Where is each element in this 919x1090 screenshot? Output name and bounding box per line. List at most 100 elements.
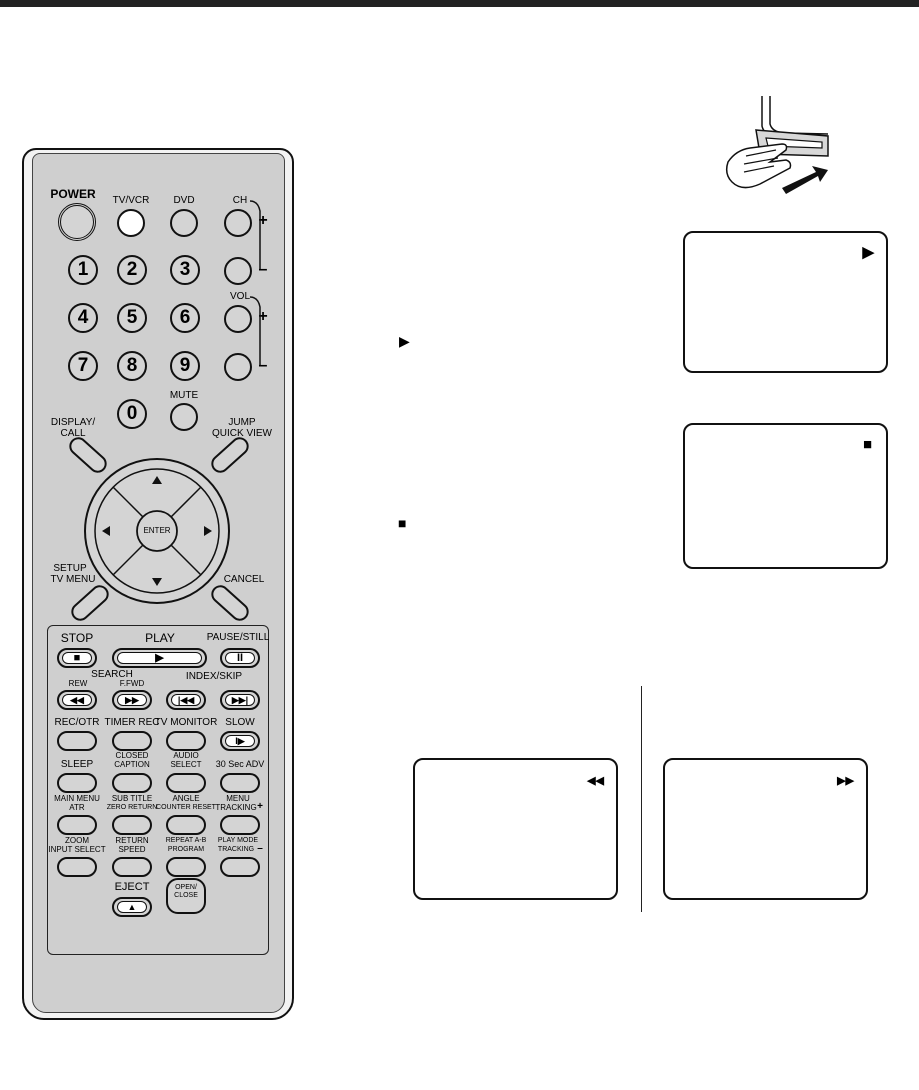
enter-button[interactable]: ENTER bbox=[143, 526, 171, 535]
return-speed-button[interactable] bbox=[112, 857, 152, 877]
sleep-label: SLEEP bbox=[60, 759, 94, 770]
angle-button[interactable] bbox=[166, 815, 206, 835]
timer-rec-button[interactable] bbox=[112, 731, 152, 751]
sub-title-label-2: ZERO RETURN bbox=[106, 804, 158, 811]
skip-back-glyph: |◀◀ bbox=[171, 694, 201, 706]
eject-button[interactable]: ▲ bbox=[112, 897, 152, 917]
channel-up-button[interactable] bbox=[224, 209, 252, 237]
number-8-button[interactable]: 8 bbox=[117, 351, 147, 381]
tv-vcr-label: TV/VCR bbox=[112, 195, 150, 206]
timer-rec-label: TIMER REC bbox=[104, 717, 160, 728]
display-label-2: CALL bbox=[60, 428, 86, 439]
open-close-label-1: OPEN/ bbox=[175, 884, 197, 891]
jump-label-1: JUMP bbox=[228, 417, 256, 428]
main-menu-label-1: MAIN MENU bbox=[54, 794, 100, 803]
volume-up-button[interactable] bbox=[224, 305, 252, 333]
fast-forward-button[interactable]: ▶▶ bbox=[112, 690, 152, 710]
sec-adv-label: 30 Sec ADV bbox=[215, 759, 265, 769]
tv-monitor-button[interactable] bbox=[166, 731, 206, 751]
rewind-screen: ◀◀ bbox=[413, 758, 618, 900]
sleep-button[interactable] bbox=[57, 773, 97, 793]
play-button[interactable]: ▶ bbox=[112, 648, 207, 668]
channel-bracket bbox=[249, 200, 261, 269]
fast-forward-glyph: ▶▶ bbox=[117, 694, 147, 706]
sec-adv-button[interactable] bbox=[220, 773, 260, 793]
play-label: PLAY bbox=[145, 631, 175, 645]
return-label-2: SPEED bbox=[118, 845, 146, 854]
tv-monitor-label: TV MONITOR bbox=[154, 717, 218, 728]
number-5-button[interactable]: 5 bbox=[117, 303, 147, 333]
fast-forward-screen-indicator: ▶▶ bbox=[837, 775, 854, 787]
tv-vcr-button[interactable] bbox=[117, 209, 145, 237]
audio-select-label-2: SELECT bbox=[170, 760, 202, 769]
eject-label: EJECT bbox=[114, 881, 150, 893]
stop-label: STOP bbox=[60, 631, 94, 645]
repeat-ab-button[interactable] bbox=[166, 857, 206, 877]
pause-glyph: II bbox=[225, 652, 255, 664]
rewind-screen-indicator: ◀◀ bbox=[587, 775, 604, 787]
rewind-button[interactable]: ◀◀ bbox=[57, 690, 97, 710]
dvd-label: DVD bbox=[173, 195, 195, 206]
direction-pad[interactable] bbox=[82, 456, 232, 606]
number-3-button[interactable]: 3 bbox=[170, 255, 200, 285]
angle-label-1: ANGLE bbox=[172, 794, 200, 803]
open-close-button[interactable]: OPEN/ CLOSE bbox=[166, 878, 206, 914]
stop-button[interactable]: ■ bbox=[57, 648, 97, 668]
number-2-button[interactable]: 2 bbox=[117, 255, 147, 285]
setup-label-1: SETUP bbox=[53, 563, 87, 574]
slow-label: SLOW bbox=[225, 717, 255, 728]
number-4-button[interactable]: 4 bbox=[68, 303, 98, 333]
number-9-button[interactable]: 9 bbox=[170, 351, 200, 381]
channel-minus-sign: – bbox=[258, 261, 268, 278]
cassette-insertion-illustration bbox=[725, 96, 829, 194]
fast-forward-screen: ▶▶ bbox=[663, 758, 868, 900]
header-rule bbox=[0, 0, 919, 7]
audio-select-button[interactable] bbox=[166, 773, 206, 793]
channel-down-button[interactable] bbox=[224, 257, 252, 285]
play-screen-indicator: ▶ bbox=[862, 244, 874, 261]
closed-caption-button[interactable] bbox=[112, 773, 152, 793]
zoom-label-1: ZOOM bbox=[65, 836, 89, 845]
repeat-label-1: REPEAT A-B bbox=[165, 837, 207, 844]
number-6-button[interactable]: 6 bbox=[170, 303, 200, 333]
index-skip-forward-button[interactable]: ▶▶| bbox=[220, 690, 260, 710]
channel-plus-sign: + bbox=[258, 212, 268, 229]
search-label: SEARCH bbox=[91, 669, 133, 680]
mute-button[interactable] bbox=[170, 403, 198, 431]
power-button[interactable] bbox=[58, 203, 96, 241]
repeat-label-2: PROGRAM bbox=[167, 846, 205, 853]
play-glyph: ▶ bbox=[117, 652, 202, 664]
eject-glyph: ▲ bbox=[117, 901, 147, 913]
jump-label-2: QUICK VIEW bbox=[211, 428, 273, 439]
pause-still-button[interactable]: II bbox=[220, 648, 260, 668]
play-symbol: ▶ bbox=[399, 333, 410, 349]
power-label: POWER bbox=[50, 187, 96, 201]
sub-title-label-1: SUB TITLE bbox=[111, 794, 153, 803]
dvd-button[interactable] bbox=[170, 209, 198, 237]
volume-down-button[interactable] bbox=[224, 353, 252, 381]
ch-label: CH bbox=[232, 195, 248, 206]
zoom-input-select-button[interactable] bbox=[57, 857, 97, 877]
closed-caption-label-1: CLOSED bbox=[115, 751, 149, 760]
slow-button[interactable]: I▶ bbox=[220, 731, 260, 751]
index-skip-back-button[interactable]: |◀◀ bbox=[166, 690, 206, 710]
rewind-glyph: ◀◀ bbox=[62, 694, 92, 706]
return-label-1: RETURN bbox=[115, 836, 149, 845]
number-0-button[interactable]: 0 bbox=[117, 399, 147, 429]
menu-tracking-button[interactable] bbox=[220, 815, 260, 835]
main-menu-atr-button[interactable] bbox=[57, 815, 97, 835]
number-1-button[interactable]: 1 bbox=[68, 255, 98, 285]
stop-glyph: ■ bbox=[62, 652, 92, 664]
play-screen: ▶ bbox=[683, 231, 888, 373]
menu-label-2: TRACKING bbox=[215, 803, 257, 812]
sub-title-button[interactable] bbox=[112, 815, 152, 835]
index-skip-label: INDEX/SKIP bbox=[185, 671, 243, 682]
number-7-button[interactable]: 7 bbox=[68, 351, 98, 381]
main-menu-label-2: ATR bbox=[69, 803, 85, 812]
stop-symbol: ■ bbox=[398, 515, 407, 531]
ffwd-label: F.FWD bbox=[119, 679, 145, 688]
play-mode-button[interactable] bbox=[220, 857, 260, 877]
angle-label-2: COUNTER RESET bbox=[156, 804, 216, 811]
rec-otr-button[interactable] bbox=[57, 731, 97, 751]
setup-label-2: TV MENU bbox=[50, 574, 96, 585]
